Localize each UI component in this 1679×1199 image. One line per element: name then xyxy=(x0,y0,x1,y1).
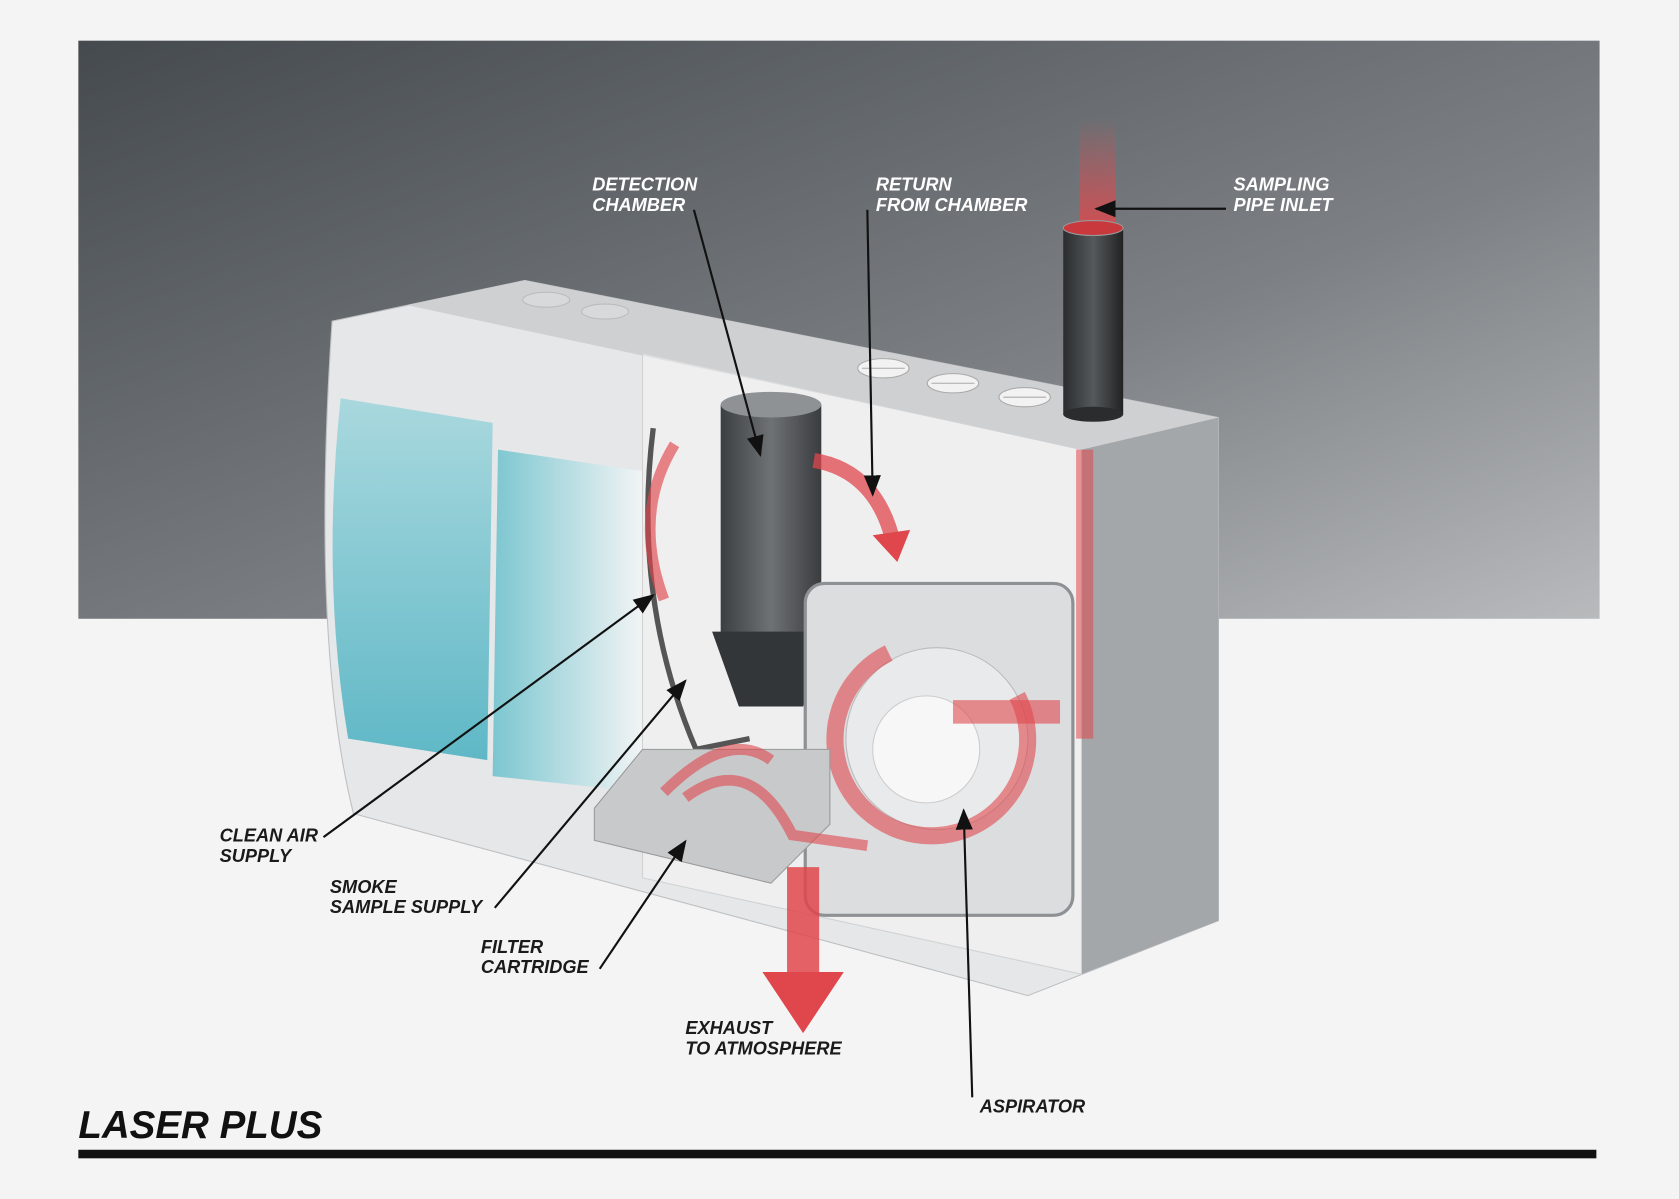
label-aspirator: ASPIRATOR xyxy=(979,1096,1086,1116)
diagram-title: LASER PLUS xyxy=(78,1104,322,1147)
clean-air-leader xyxy=(322,593,655,839)
label-return-from-chamber: RETURN FROM CHAMBER xyxy=(876,175,1028,215)
aspirator-leader xyxy=(955,808,974,1098)
detection-chamber xyxy=(645,391,830,753)
label-smoke-sample-supply: SMOKE SAMPLE SUPPLY xyxy=(330,877,484,917)
label-clean-air-supply: CLEAN AIR SUPPLY xyxy=(220,825,323,865)
label-exhaust: EXHAUST TO ATMOSPHERE xyxy=(685,1018,842,1058)
filter-cartridge xyxy=(593,744,869,884)
label-sampling-pipe-inlet: SAMPLING PIPE INLET xyxy=(1233,175,1334,215)
label-filter-cartridge: FILTER CARTRIDGE xyxy=(481,937,590,977)
label-detection-chamber: DETECTION CHAMBER xyxy=(592,175,702,215)
sampling-pipe xyxy=(1063,226,1124,415)
display-window xyxy=(332,398,493,761)
exhaust-arrow-icon xyxy=(762,867,844,1034)
title-underline xyxy=(78,1149,1597,1159)
aspirator xyxy=(803,581,1075,917)
filter-leader xyxy=(598,839,687,970)
return-leader xyxy=(863,209,881,497)
smoke-sample-leader xyxy=(493,679,687,909)
detection-chamber-leader xyxy=(692,209,764,458)
